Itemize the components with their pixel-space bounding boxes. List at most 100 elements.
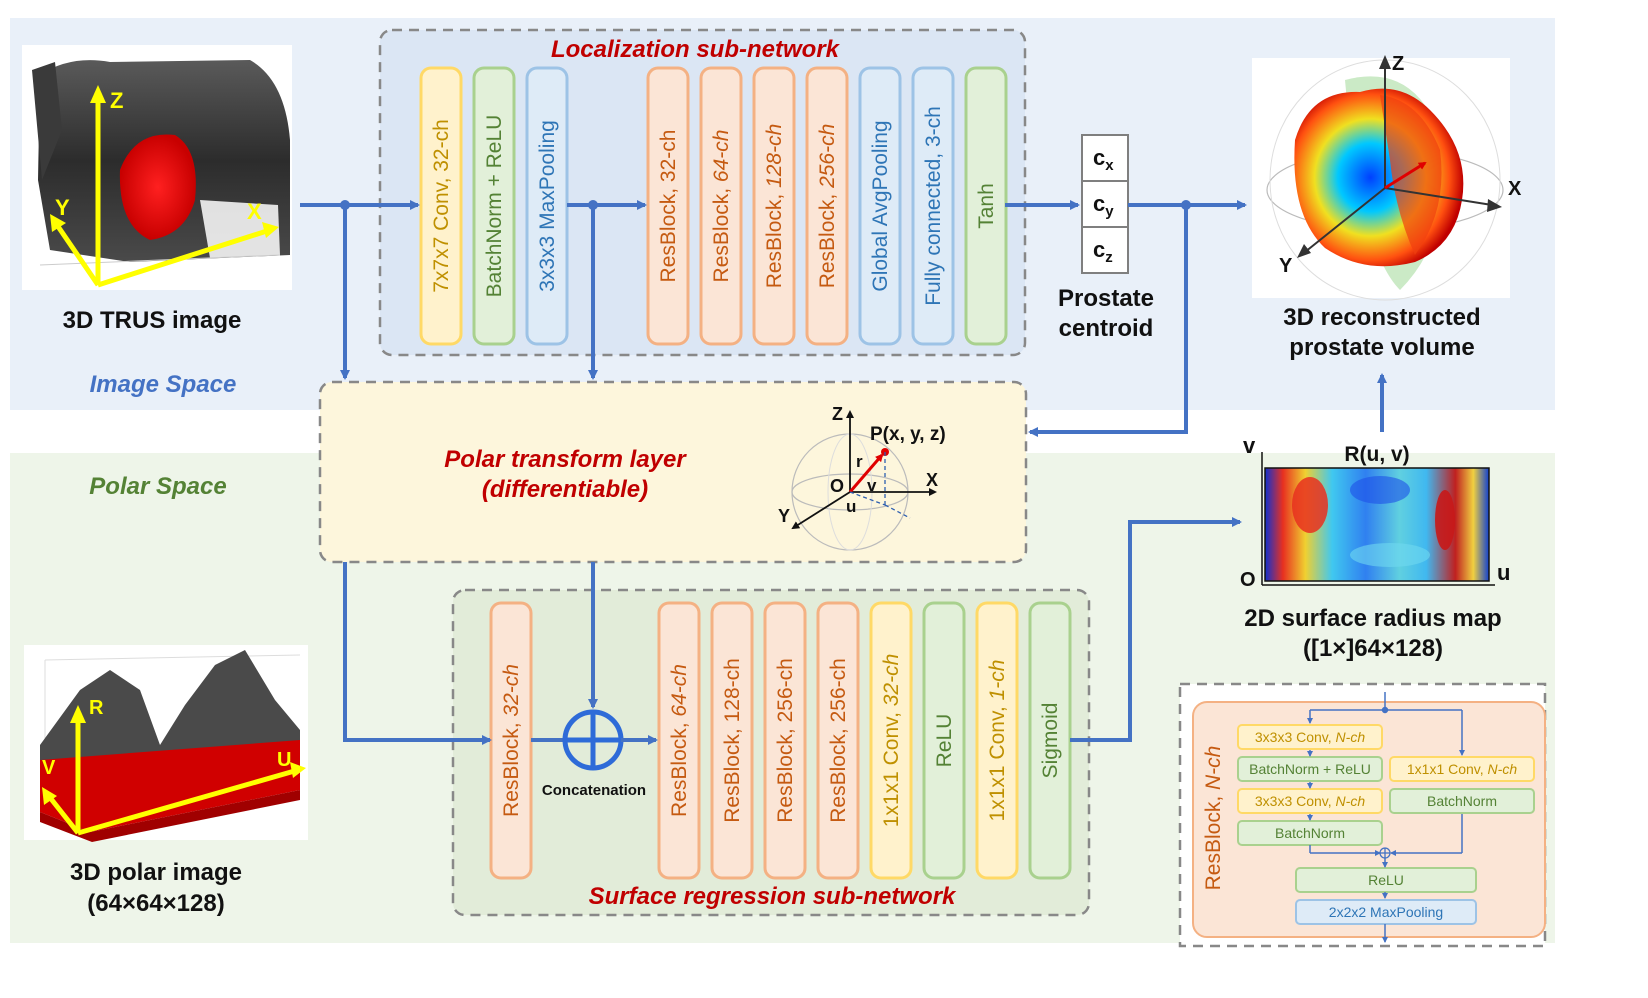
polar-sketch-r: r	[856, 452, 863, 471]
loc-fully-connected-block-label: Fully connected, 3-ch	[922, 106, 945, 306]
radius-map-title: R(u, v)	[1344, 443, 1409, 466]
polar-image-caption-line2: (64×64×128)	[87, 890, 224, 917]
radius-map-caption-line2: ([1×]64×128)	[1303, 635, 1443, 662]
polar-sketch-z: Z	[832, 404, 843, 424]
image-space-label: Image Space	[90, 371, 237, 398]
rb-bn-relu-label: BatchNorm + ReLU	[1249, 761, 1371, 777]
polar-image-caption-line1: 3D polar image	[70, 859, 242, 886]
loc-resblock-32: ResBlock, 32-ch	[646, 66, 690, 346]
rb-bn-skip-label: BatchNorm	[1427, 793, 1497, 809]
rb-conv3-b: 3x3x3 Conv, N-ch	[1237, 788, 1383, 814]
loc-maxpool-block: 3x3x3 MaxPooling	[525, 66, 569, 346]
concatenation-label: Concatenation	[542, 782, 646, 799]
reg-resblock-256-a: ResBlock, 256-ch	[763, 601, 807, 880]
reconstructed-volume-render: Z X Y	[1252, 53, 1522, 301]
polar-layer-title-line1: Polar transform layer	[444, 446, 687, 473]
polar-sketch-x: X	[926, 470, 938, 490]
localization-title: Localization sub-network	[551, 36, 841, 63]
trus-axis-z-label: Z	[110, 88, 123, 113]
loc-resblock-256-label: ResBlock, 256-ch	[816, 124, 839, 289]
reg-resblock-128: ResBlock, 128-ch	[710, 601, 754, 880]
polar-axis-u-label: U	[277, 749, 291, 771]
resblock-detail-side-label: ResBlock, N-ch	[1202, 746, 1225, 891]
polar-axis-v-label: V	[42, 757, 56, 779]
reg-sigmoid-block-label: Sigmoid	[1039, 703, 1062, 779]
reg-resblock-64-label: ResBlock, 64-ch	[668, 664, 691, 817]
volume-caption-line2: prostate volume	[1289, 334, 1474, 361]
loc-resblock-256: ResBlock, 256-ch	[805, 66, 849, 346]
reg-conv1-32-block: 1x1x1 Conv, 32-ch	[869, 601, 913, 880]
loc-fully-connected-block: Fully connected, 3-ch	[911, 66, 955, 346]
arrow-centroid-to-polar-layer	[1028, 205, 1188, 437]
rb-bn-relu: BatchNorm + ReLU	[1237, 756, 1383, 782]
rb-conv3-a-label: 3x3x3 Conv, N-ch	[1255, 729, 1365, 745]
radius-map-u-label: u	[1497, 560, 1510, 585]
reg-resblock-32: ResBlock, 32-ch	[489, 601, 533, 880]
rb-conv3-a: 3x3x3 Conv, N-ch	[1237, 724, 1383, 750]
loc-maxpool-block-label: 3x3x3 MaxPooling	[536, 120, 559, 292]
rb-maxpool: 2x2x2 MaxPooling	[1295, 899, 1477, 925]
reg-resblock-256-b: ResBlock, 256-ch	[816, 601, 860, 880]
reg-relu-block-label: ReLU	[933, 714, 956, 768]
reg-conv1-1-block-label: 1x1x1 Conv, 1-ch	[986, 660, 1009, 822]
rb-conv1-skip-label: 1x1x1 Conv, N-ch	[1407, 761, 1517, 777]
rb-conv3-b-label: 3x3x3 Conv, N-ch	[1255, 793, 1365, 809]
polar-space-label: Polar Space	[89, 473, 226, 500]
loc-resblock-64-label: ResBlock, 64-ch	[710, 130, 733, 283]
spherical-coordinate-sketch: Z P(x, y, z) r O v X u Y	[778, 404, 946, 551]
rb-bn-skip: BatchNorm	[1389, 788, 1535, 814]
rb-conv1-skip: 1x1x1 Conv, N-ch	[1389, 756, 1535, 782]
loc-resblock-64: ResBlock, 64-ch	[699, 66, 743, 346]
reg-resblock-256-a-label: ResBlock, 256-ch	[774, 658, 797, 823]
centroid-cy: cy	[1093, 191, 1114, 220]
reg-resblock-128-label: ResBlock, 128-ch	[721, 658, 744, 823]
rb-bn: BatchNorm	[1237, 820, 1383, 846]
polar-axis-r-label: R	[89, 697, 104, 719]
reg-conv1-32-block-label: 1x1x1 Conv, 32-ch	[880, 654, 903, 828]
reg-relu-block: ReLU	[922, 601, 966, 880]
trus-image-3d-render: Z Y X	[22, 45, 292, 290]
loc-tanh-block: Tanh	[964, 66, 1008, 346]
loc-bn-relu-block-label: BatchNorm + ReLU	[483, 115, 506, 298]
polar-sketch-u: u	[846, 497, 856, 516]
trus-image-caption: 3D TRUS image	[63, 307, 242, 334]
volume-axis-y-label: Y	[1279, 255, 1293, 277]
resblock-detail-connectors	[1307, 692, 1465, 943]
loc-resblock-128-label: ResBlock, 128-ch	[763, 124, 786, 289]
loc-bn-relu-block: BatchNorm + ReLU	[472, 66, 516, 346]
trus-axis-y-label: Y	[55, 195, 70, 220]
loc-tanh-block-label: Tanh	[975, 183, 998, 229]
centroid-caption-line2: centroid	[1059, 315, 1154, 342]
reg-resblock-32-label: ResBlock, 32-ch	[500, 664, 523, 817]
polar-sketch-y: Y	[778, 506, 790, 526]
reg-sigmoid-block: Sigmoid	[1028, 601, 1072, 880]
regression-title: Surface regression sub-network	[589, 883, 957, 910]
reg-resblock-256-b-label: ResBlock, 256-ch	[827, 658, 850, 823]
loc-conv7-block: 7x7x7 Conv, 32-ch	[419, 66, 463, 346]
rb-relu-label: ReLU	[1368, 872, 1404, 888]
rb-relu: ReLU	[1295, 867, 1477, 893]
loc-resblock-128: ResBlock, 128-ch	[752, 66, 796, 346]
loc-global-avgpool-block: Global AvgPooling	[858, 66, 902, 346]
polar-sketch-v: v	[867, 476, 877, 495]
volume-caption-line1: 3D reconstructed	[1283, 304, 1480, 331]
reg-conv1-1-block: 1x1x1 Conv, 1-ch	[975, 601, 1019, 880]
rb-maxpool-label: 2x2x2 MaxPooling	[1329, 904, 1443, 920]
centroid-caption-line1: Prostate	[1058, 285, 1154, 312]
loc-global-avgpool-block-label: Global AvgPooling	[869, 120, 892, 291]
volume-axis-z-label: Z	[1392, 53, 1404, 75]
centroid-vector: cx cy cz	[1081, 134, 1129, 274]
trus-axis-x-label: X	[247, 199, 262, 224]
radius-map-origin-label: O	[1240, 569, 1256, 591]
rb-bn-label: BatchNorm	[1275, 825, 1345, 841]
reg-resblock-64: ResBlock, 64-ch	[657, 601, 701, 880]
centroid-cx: cx	[1093, 145, 1114, 174]
loc-conv7-block-label: 7x7x7 Conv, 32-ch	[430, 119, 453, 293]
radius-map-v-label: v	[1243, 433, 1256, 458]
radius-map-caption-line1: 2D surface radius map	[1244, 605, 1501, 632]
volume-axis-x-label: X	[1508, 178, 1522, 200]
loc-resblock-32-label: ResBlock, 32-ch	[657, 130, 680, 283]
polar-image-3d-render: R V U	[24, 645, 308, 842]
arrow-sigmoid-to-radius-map	[1070, 517, 1242, 742]
